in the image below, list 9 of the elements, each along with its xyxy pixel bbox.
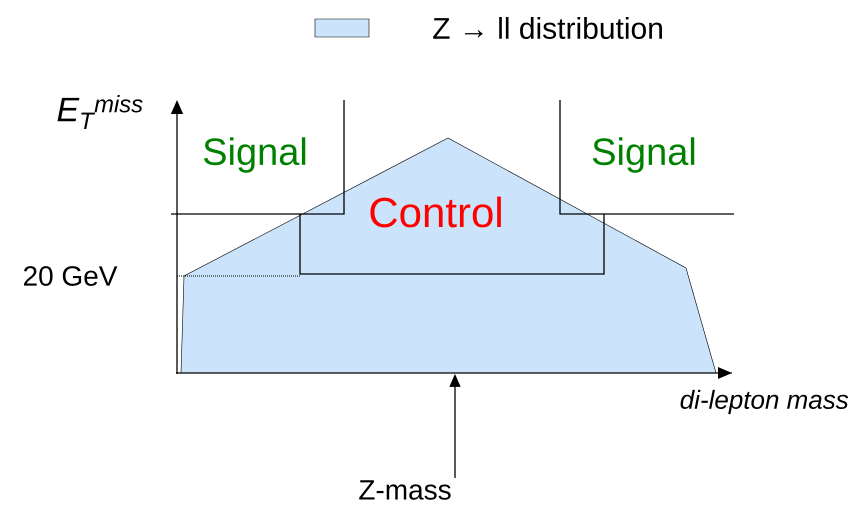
axis-label: di-lepton mass	[680, 390, 848, 414]
tick-label: 20 GeV	[24, 266, 118, 286]
axis-label: Z-mass	[359, 480, 451, 500]
x-axis	[176, 367, 732, 379]
region-label: Signal	[592, 137, 694, 173]
region-label: Control	[370, 196, 501, 228]
axis-label: E$_{T}$miss	[58, 94, 143, 130]
region-label: Signal	[204, 137, 306, 173]
legend-text: Z → ll distribution	[433, 16, 662, 40]
